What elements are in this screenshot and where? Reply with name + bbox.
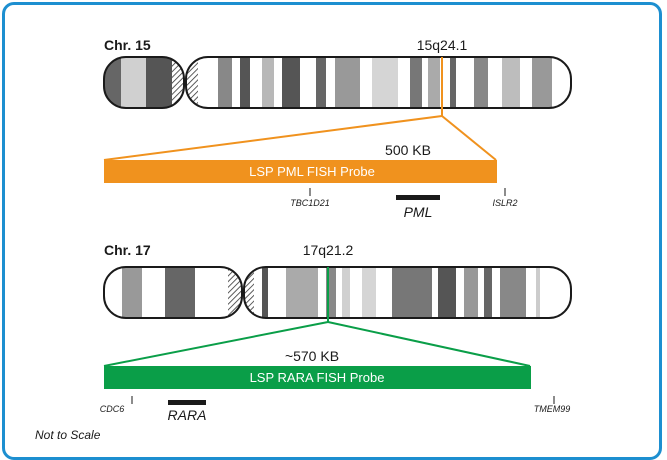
- chr15-zoom-line-right: [441, 115, 497, 161]
- chr15-probe-size: 500 KB: [385, 142, 431, 158]
- chr17-flank-right-gene: TMEM99: [534, 404, 571, 414]
- chr17-gene-bar: [168, 400, 206, 405]
- chr15-flank-left-gene: TBC1D21: [290, 198, 330, 208]
- chr15-flank-right-gene: ISLR2: [492, 198, 517, 208]
- chr17-label: Chr. 17: [104, 242, 151, 258]
- chr17-zoom-line-right: [327, 321, 531, 367]
- chr17-gene-label: RARA: [168, 407, 207, 423]
- chr15-probe-bar: [104, 160, 497, 183]
- chr15-gene-label: PML: [404, 204, 433, 220]
- chr17-probe-bar: [104, 366, 531, 389]
- fish-probe-diagram: Chr. 15 15q24.1: [35, 37, 572, 442]
- chr15-p-arm: [103, 56, 185, 109]
- chr17-p-arm: [103, 266, 243, 319]
- chr15-zoom-line-left: [103, 115, 443, 161]
- chr17-zoom-line-left: [103, 321, 329, 367]
- chr17-band-label: 17q21.2: [303, 242, 354, 258]
- chr17-probe-size: ~570 KB: [285, 348, 339, 364]
- chr15-q-arm: [185, 56, 572, 109]
- chr17-q-arm: [243, 266, 572, 319]
- chr15-probe-label: LSP PML FISH Probe: [249, 164, 375, 179]
- chr17-probe-label: LSP RARA FISH Probe: [250, 370, 385, 385]
- chr15-band-label: 15q24.1: [417, 37, 468, 53]
- not-to-scale-note: Not to Scale: [35, 428, 101, 442]
- chr15-label: Chr. 15: [104, 37, 151, 53]
- chr17-flank-left-gene: CDC6: [100, 404, 125, 414]
- chr15-gene-bar: [396, 195, 440, 200]
